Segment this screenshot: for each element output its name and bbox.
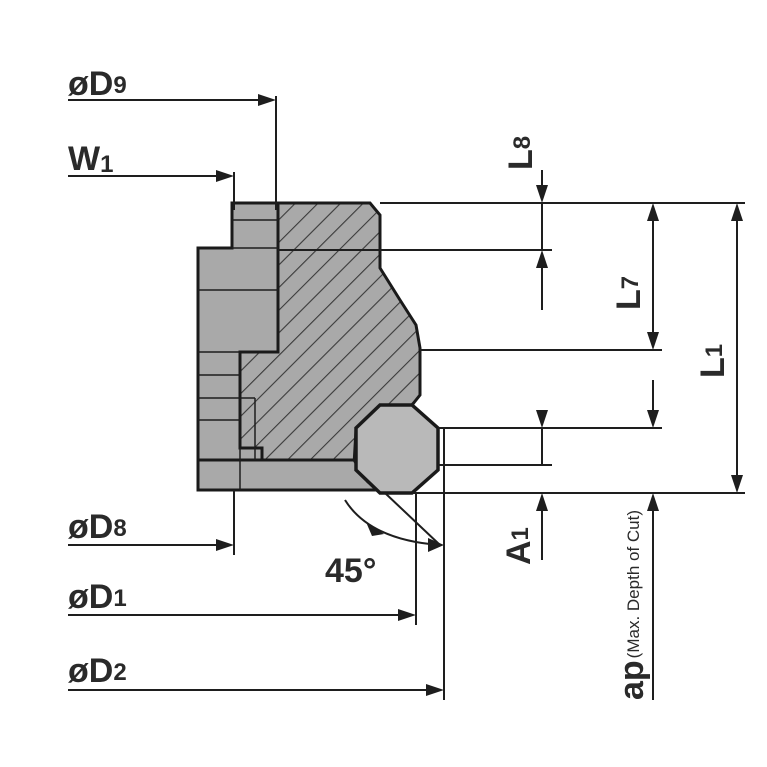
label-a1: A1 (500, 527, 538, 565)
label-ap: ap(Max. Depth of Cut) (613, 510, 651, 700)
label-l8: L8 (502, 136, 540, 170)
label-w1: W1 (68, 140, 113, 178)
label-d1: øD1 (68, 578, 127, 616)
label-d8: øD8 (68, 508, 127, 546)
label-d9: øD9 (68, 65, 127, 103)
label-angle: 45° (325, 552, 376, 590)
octagon-insert (354, 403, 440, 495)
label-l1: L1 (694, 344, 732, 378)
dimension-lines (68, 94, 745, 700)
dimension-labels: øD9 W1 øD8 øD1 øD2 45° L8 L7 L1 A1 ap(Ma… (68, 65, 732, 700)
cutter-body (196, 201, 422, 492)
label-d2: øD2 (68, 652, 127, 690)
label-l7: L7 (610, 276, 648, 310)
